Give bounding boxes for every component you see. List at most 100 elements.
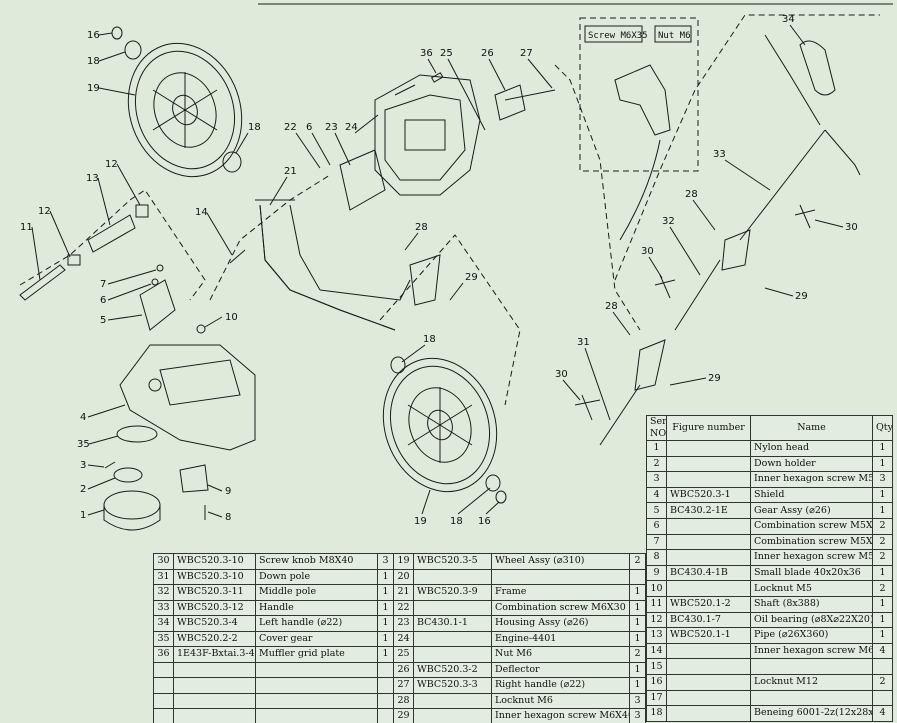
header-qty: Qty	[872, 415, 893, 441]
shaft-11	[19, 264, 66, 301]
table-cell: 2	[872, 580, 893, 597]
label-10: 10	[225, 312, 238, 323]
table-cell: Frame	[491, 584, 630, 601]
part-labels: 16 18 19 18 12 13 12 11 7 6 5 10 14 21 2…	[20, 14, 858, 527]
table-cell: 1	[872, 564, 893, 582]
table-cell: 9	[646, 564, 667, 582]
table-cell: Small blade 40x20x36	[750, 564, 873, 582]
table-cell	[173, 692, 256, 709]
table-cell: 4	[646, 486, 667, 504]
throttle-callout-box	[579, 17, 699, 172]
grip-34	[799, 40, 836, 96]
table-cell	[377, 677, 394, 694]
table-cell	[666, 440, 751, 457]
right-handle-27	[614, 64, 671, 136]
table-cell: 1	[872, 502, 893, 519]
screw-27	[504, 89, 556, 101]
label-33: 33	[713, 149, 726, 160]
muffler-grid-plate	[430, 72, 444, 83]
cover-gear-35	[116, 425, 158, 443]
table-cell: 1	[629, 584, 646, 601]
knob-30-middle	[654, 274, 676, 299]
label-30-upper: 30	[845, 222, 858, 233]
oil-bearing-12-upper	[135, 204, 149, 218]
handle-33-bend	[824, 129, 861, 176]
locknut-10	[196, 324, 206, 334]
table-cell: 1	[629, 615, 646, 632]
label-19-bottom: 19	[414, 516, 427, 527]
table-cell	[872, 689, 893, 707]
screw-6	[151, 278, 159, 286]
table-cell: WBC520.3-10	[173, 568, 256, 585]
table-cell: 1	[377, 584, 394, 601]
table-cell: 21	[393, 584, 414, 601]
table-cell: Down holder	[750, 455, 873, 473]
table-cell: 6	[646, 517, 667, 535]
bearing-18-mid	[222, 151, 242, 173]
table-cell: WBC520.3-2	[413, 661, 492, 678]
table-cell: BC430.1-7	[666, 611, 751, 629]
table-cell: 1	[377, 646, 394, 663]
header-name: Name	[750, 415, 873, 441]
table-cell: 29	[393, 708, 414, 723]
table-cell	[255, 661, 378, 678]
table-cell: 17	[646, 689, 667, 707]
table-cell: 23	[393, 615, 414, 632]
label-28-low: 28	[605, 301, 618, 312]
table-cell: Beneing 6001-2z(12x28x8)	[750, 705, 873, 722]
table-cell	[413, 692, 492, 709]
table-cell: Nut M6	[491, 646, 630, 663]
label-2: 2	[80, 484, 86, 495]
label-7: 7	[100, 279, 106, 290]
table-cell: Inner hexagon screw M5X14	[750, 471, 873, 488]
table-cell: 2	[646, 455, 667, 473]
header-serial: Serial NO	[646, 415, 667, 441]
label-16-bottom: 16	[478, 516, 491, 527]
table-cell: BC430.2-1E	[666, 502, 751, 519]
screw-14	[229, 249, 246, 264]
table-cell	[413, 708, 492, 723]
table-cell: WBC520.3-9	[413, 584, 492, 601]
table-cell: Down pole	[255, 568, 378, 585]
assembly-line-e	[614, 14, 880, 281]
table-cell: Screw knob M8X40	[255, 553, 378, 570]
bearing-18-bottom	[485, 474, 501, 492]
table-cell: 1	[629, 677, 646, 694]
table-row: 15	[646, 658, 893, 675]
middle-pole-32	[674, 259, 721, 331]
label-19-top: 19	[87, 83, 100, 94]
table-cell: 26	[393, 661, 414, 678]
assembly-line-c	[379, 234, 521, 406]
label-35: 35	[77, 439, 90, 450]
table-cell: Combination screw M5X12	[750, 517, 873, 535]
assembly-line-a	[19, 189, 206, 301]
table-cell: 1	[377, 599, 394, 616]
table-cell: WBC520.3-3	[413, 677, 492, 694]
table-cell: 18	[646, 705, 667, 722]
parts-table-right-header: Serial NO Figure number Name Qty	[646, 415, 893, 441]
table-cell: WBC520.3-10	[173, 553, 256, 570]
table-cell	[666, 533, 751, 551]
table-cell	[255, 677, 378, 694]
deflector-26	[494, 84, 526, 121]
table-cell	[153, 677, 174, 694]
label-29-mid: 29	[795, 291, 808, 302]
bracket-lower	[634, 339, 666, 391]
table-cell	[413, 630, 492, 647]
label-5: 5	[100, 315, 106, 326]
table-cell: Shield	[750, 486, 873, 504]
table-cell: 2	[629, 553, 646, 570]
table-cell: 14	[646, 642, 667, 660]
table-cell: WBC520.1-2	[666, 595, 751, 613]
table-cell	[666, 642, 751, 660]
